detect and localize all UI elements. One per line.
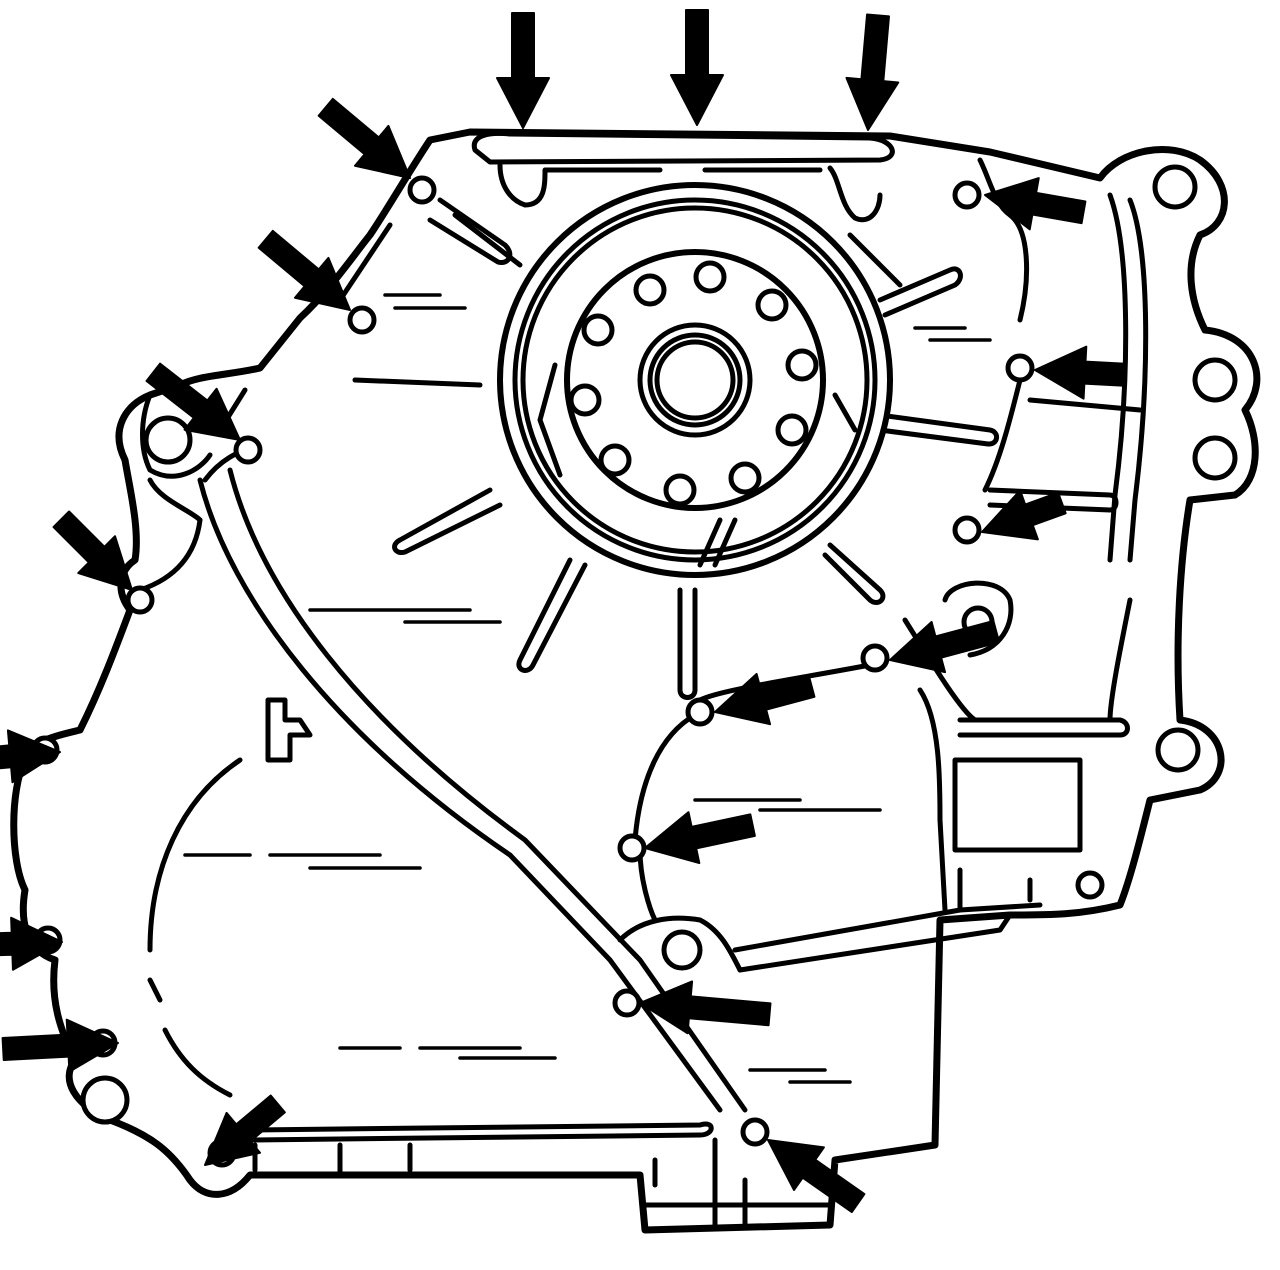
bolt-hole bbox=[740, 1117, 770, 1147]
pointer-arrow bbox=[644, 811, 756, 865]
bolt-hole bbox=[612, 988, 642, 1018]
hub-bolt-circle bbox=[568, 260, 819, 507]
pointer-arrow bbox=[845, 13, 900, 131]
hub-bolt-hole bbox=[633, 273, 667, 307]
pointer-arrow bbox=[767, 1139, 866, 1214]
pointer-arrow bbox=[670, 9, 724, 126]
hub-bolt-hole bbox=[581, 313, 615, 347]
pointer-arrow bbox=[317, 97, 411, 179]
pointer-arrow bbox=[714, 672, 816, 726]
bolt-locations bbox=[30, 175, 1035, 1168]
bolt-hole bbox=[1005, 353, 1035, 383]
pointer-arrows bbox=[0, 9, 1127, 1214]
hub-bolt-hole bbox=[775, 413, 809, 447]
housing-outline bbox=[10, 128, 1261, 1234]
bolt-hole bbox=[407, 175, 437, 205]
mount-hole bbox=[1192, 435, 1238, 481]
bolt-hole bbox=[952, 180, 982, 210]
bolt-hole bbox=[125, 585, 155, 615]
hub-bolt-hole bbox=[728, 461, 762, 495]
pointer-arrow bbox=[984, 177, 1087, 231]
hub-bolt-hole bbox=[568, 383, 602, 417]
pointer-arrow bbox=[145, 362, 241, 441]
mount-hole bbox=[1192, 357, 1238, 403]
mount-hole bbox=[143, 415, 193, 465]
mount-hole bbox=[661, 929, 703, 971]
pointer-arrow bbox=[889, 619, 1001, 674]
bolt-hole bbox=[347, 305, 377, 335]
pointer-arrow bbox=[1, 1018, 119, 1073]
pointer-arrow bbox=[1034, 345, 1127, 400]
hub-bolt-hole bbox=[785, 348, 819, 382]
hub-bolt-hole bbox=[755, 288, 789, 322]
mount-hole bbox=[1075, 870, 1105, 900]
pointer-arrow bbox=[52, 510, 133, 591]
pointer-arrow bbox=[204, 1094, 286, 1166]
hub-bolt-hole bbox=[598, 443, 632, 477]
pointer-arrow bbox=[0, 916, 63, 971]
pointer-arrow bbox=[0, 729, 61, 784]
pointer-arrow bbox=[496, 12, 550, 129]
inner-details bbox=[137, 130, 1149, 1228]
central-hub bbox=[497, 182, 893, 578]
bolt-hole bbox=[952, 515, 982, 545]
pointer-arrow bbox=[981, 489, 1067, 541]
bolt-hole bbox=[860, 643, 890, 673]
mount-hole bbox=[1152, 164, 1198, 210]
bolt-hole bbox=[233, 435, 263, 465]
hub-bolt-hole bbox=[663, 473, 697, 507]
hub-bolt-hole bbox=[693, 260, 727, 294]
bolt-hole bbox=[685, 697, 715, 727]
bolt-hole bbox=[617, 833, 647, 863]
mount-hole bbox=[80, 1075, 130, 1125]
pointer-arrow bbox=[257, 229, 351, 311]
mount-hole bbox=[1155, 727, 1201, 773]
pointer-arrow bbox=[639, 980, 772, 1035]
